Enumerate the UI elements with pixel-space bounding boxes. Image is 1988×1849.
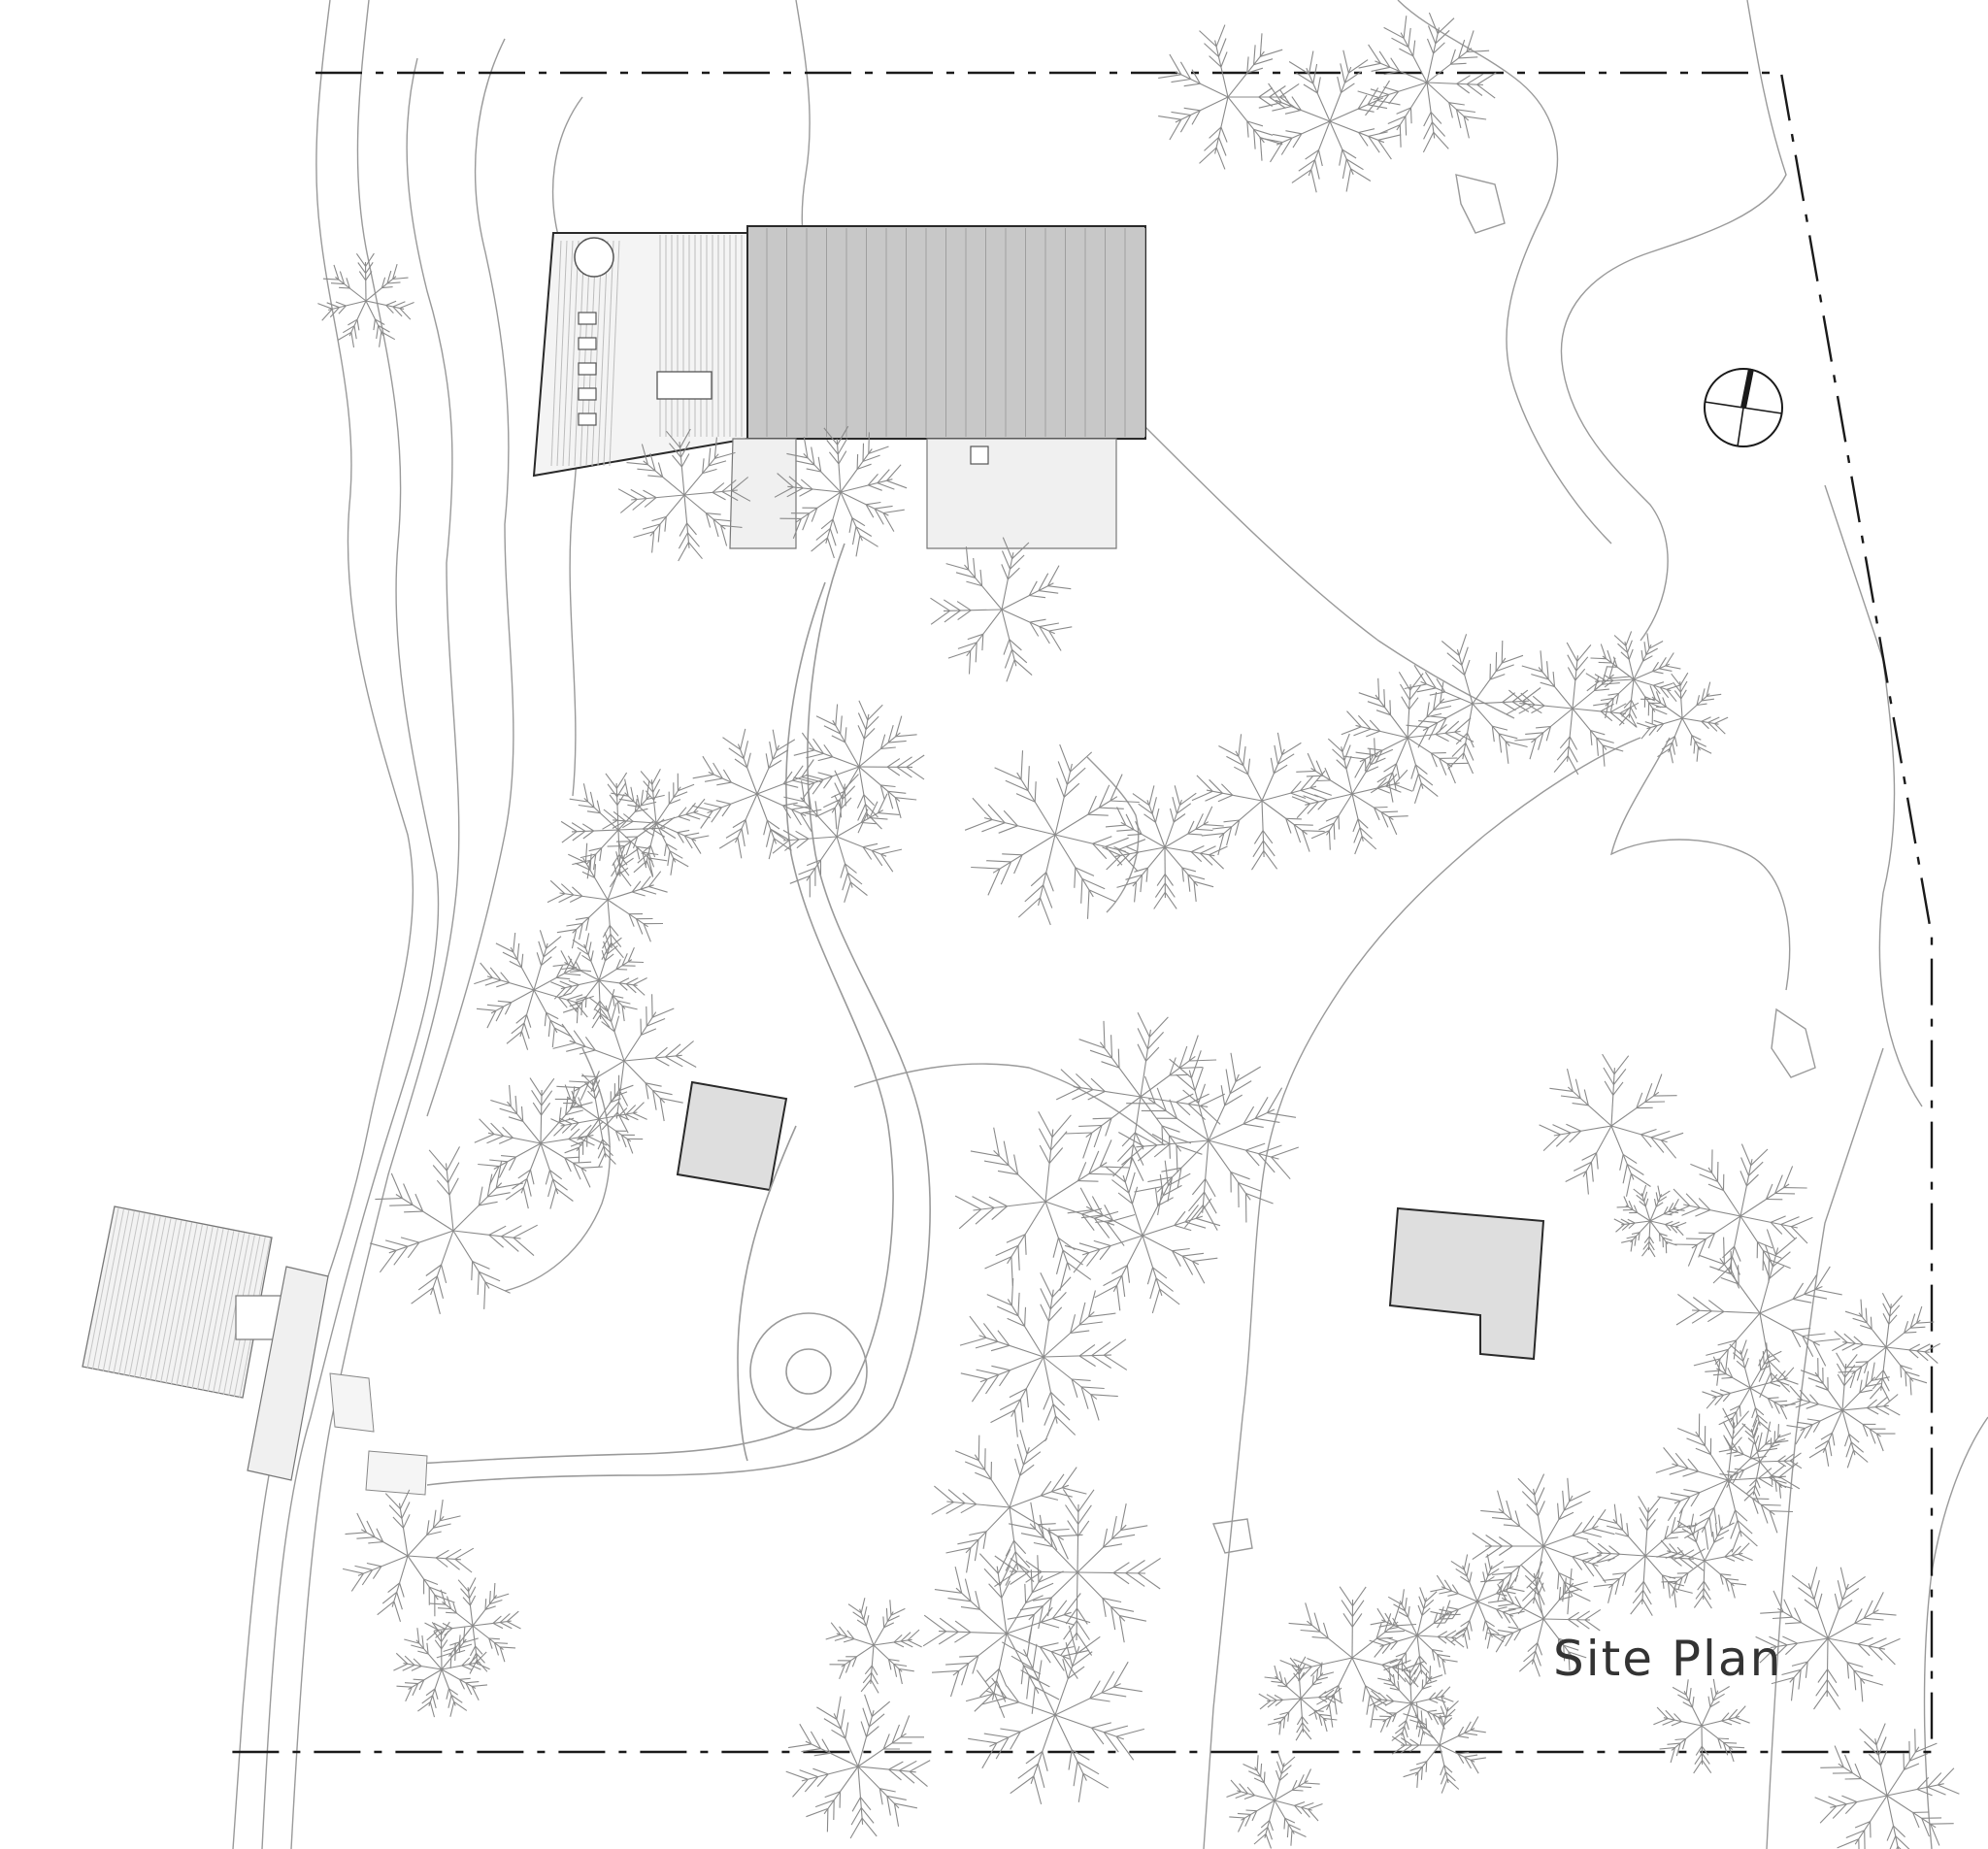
outbuilding-east	[1388, 1206, 1545, 1361]
tree-icon	[1369, 1661, 1454, 1746]
tree-icon	[930, 537, 1073, 682]
tree-icon	[1158, 24, 1300, 170]
path-steps	[365, 1450, 428, 1496]
tree-icon	[1655, 1407, 1801, 1553]
tree-icon	[552, 989, 697, 1134]
tree-icon	[393, 1621, 490, 1718]
tree-icon	[1404, 634, 1542, 775]
tree-icon	[1191, 732, 1332, 871]
shore-stairs	[329, 1372, 375, 1433]
tree-icon	[1279, 1586, 1425, 1729]
tree-icon	[1585, 631, 1682, 728]
main-house	[532, 225, 1146, 549]
outbuilding-west	[676, 1080, 788, 1192]
tree-icon	[560, 772, 677, 888]
tree-icon	[931, 1429, 1087, 1586]
tree-icon	[691, 728, 823, 860]
tree-icon	[1656, 1513, 1753, 1609]
tree-icon	[1784, 1352, 1901, 1469]
tree-icon	[1487, 1561, 1602, 1677]
tree-icon	[1718, 1419, 1803, 1504]
tree-icon	[770, 770, 903, 903]
trees	[317, 12, 1960, 1849]
tree-icon	[825, 1598, 922, 1694]
tree-icon	[964, 743, 1146, 926]
dock-walkway	[247, 1266, 329, 1481]
turnaround-center	[785, 1348, 832, 1395]
tree-icon	[1653, 1678, 1750, 1774]
tree-icon	[1118, 1050, 1299, 1231]
tree-icon	[424, 1577, 521, 1674]
tree-icon	[1539, 1053, 1684, 1197]
tree-icon	[1055, 1011, 1226, 1182]
tree-icon	[1506, 642, 1640, 776]
tree-icon	[1675, 1229, 1842, 1399]
tree-icon	[1258, 50, 1402, 193]
tree-icon	[342, 1489, 475, 1622]
deck-chair	[970, 446, 989, 465]
tree-icon	[1613, 1184, 1687, 1258]
hot-tub	[574, 237, 614, 278]
tree-icon	[1636, 672, 1729, 764]
tree-icon	[954, 1110, 1136, 1292]
dining-table	[656, 371, 712, 400]
tree-icon	[1258, 1656, 1343, 1741]
tree-icon	[1226, 1752, 1323, 1849]
lounge-chairs	[578, 312, 597, 426]
tree-icon	[1391, 1697, 1486, 1794]
plan-title: Site Plan	[1553, 1631, 1783, 1687]
tree-icon	[1102, 785, 1228, 909]
tree-icon	[959, 1271, 1128, 1442]
tree-icon	[550, 1071, 647, 1168]
tree-icon	[1341, 672, 1474, 804]
turnaround-circle	[749, 1312, 868, 1431]
tree-icon	[1814, 1723, 1960, 1849]
north-arrow-icon	[1704, 368, 1783, 447]
tree-icon	[1291, 733, 1413, 855]
tree-icon	[617, 428, 751, 562]
tree-icon	[1357, 12, 1497, 153]
tree-icon	[1430, 1554, 1525, 1649]
entry-steps-west	[729, 438, 797, 549]
entry-deck-east	[926, 438, 1117, 549]
tree-icon	[547, 840, 668, 960]
tree-icon	[1755, 1567, 1901, 1710]
boathouse	[82, 1205, 375, 1481]
deck-boards	[550, 235, 743, 467]
tree-icon	[793, 700, 925, 834]
tree-icon	[602, 769, 711, 877]
tree-icon	[774, 425, 908, 559]
tree-icon	[1585, 1496, 1706, 1616]
tree-icon	[994, 1489, 1161, 1656]
tree-icon	[785, 1694, 931, 1839]
tree-icon	[922, 1548, 1091, 1719]
tree-icon	[965, 1625, 1145, 1805]
tree-icon	[474, 1077, 608, 1209]
roof-seams	[766, 228, 1145, 437]
tree-icon	[317, 252, 414, 348]
tree-icon	[1472, 1473, 1615, 1619]
tree-icon	[1064, 1157, 1221, 1314]
tree-icon	[1832, 1293, 1940, 1402]
tree-icon	[550, 932, 647, 1029]
contour-lines	[232, 0, 1988, 1849]
tree-icon	[1668, 1143, 1813, 1289]
tree-icon	[369, 1146, 538, 1314]
tree-icon	[474, 930, 594, 1050]
driveway	[365, 543, 931, 1496]
tree-icon	[1702, 1339, 1799, 1436]
tree-icon	[1369, 1587, 1466, 1684]
